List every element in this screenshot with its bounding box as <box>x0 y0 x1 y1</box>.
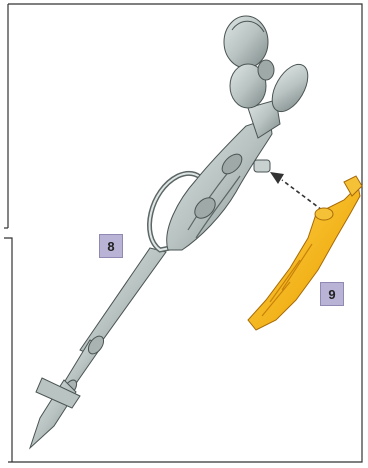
yellow-part <box>248 176 362 330</box>
part-label-8: 8 <box>99 234 123 258</box>
part-label-9: 9 <box>320 282 344 306</box>
assembly-arrow <box>270 172 322 210</box>
staff-pod-large <box>224 16 268 68</box>
yellow-part-body <box>248 186 360 330</box>
staff-part <box>30 16 315 448</box>
